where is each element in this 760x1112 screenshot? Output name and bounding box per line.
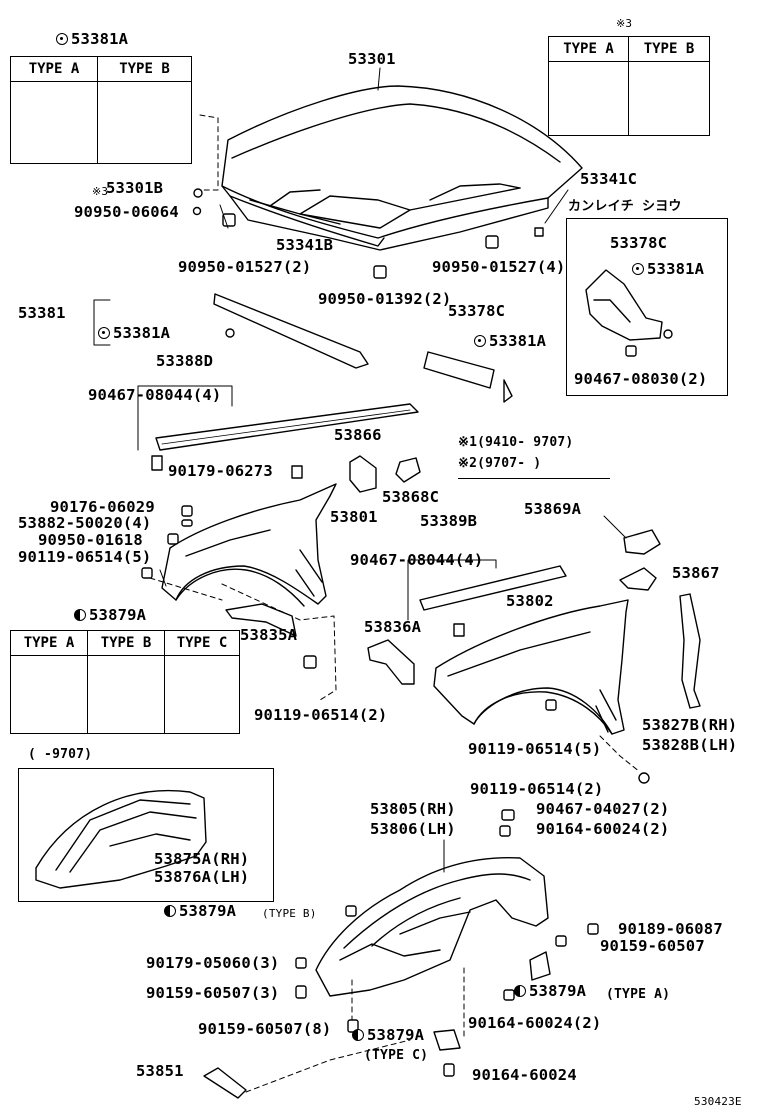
label-note2: ※2(9707- ) [458,456,542,471]
label-note1: ※1(9410- 9707) [458,435,574,450]
label-53836a: 53836A [364,618,422,636]
type-table-note3: TYPE A TYPE B [548,36,710,136]
label-53378c-a: 53378C [610,234,668,252]
label-53875a: 53875A(RH) [154,850,250,868]
label-note3-left: ※3 [92,185,109,198]
label-53879a-b: 53879A [164,903,236,920]
note-divider [458,478,610,479]
label-53381a-top: 53381A [56,31,128,48]
label-53378c-b: 53378C [448,302,506,320]
label-90189-06087: 90189-06087 [618,920,723,938]
box-53378c-group [566,218,728,396]
label-53867: 53867 [672,564,720,582]
label-90164-60024-2a: 90164-60024(2) [536,820,670,838]
label-90950-01618: 90950-01618 [38,531,143,549]
label-53869a: 53869A [524,500,582,518]
label-90164-60024-2b: 90164-60024(2) [468,1014,602,1032]
label-53341b: 53341B [276,236,334,254]
type-table-53381a: TYPE A TYPE B [10,56,192,164]
type-b-label: TYPE B [88,631,165,655]
liner-53805 [315,857,549,997]
label-90119-06514-5a: 90119-06514(5) [18,548,152,566]
label-53879a-d: 53879A [352,1027,424,1044]
type-table-53879a: TYPE A TYPE B TYPE C [10,630,240,734]
label-53868c: 53868C [382,488,440,506]
label-type-a-small: (TYPE A) [606,987,671,1002]
label-90159-60507-3: 90159-60507(3) [146,984,280,1002]
box-9707-liner [18,768,274,902]
label-note3-top: ※3 [616,17,633,30]
label-53805: 53805(RH) [370,800,456,818]
label-53827b: 53827B(RH) [642,716,738,734]
label-53876a: 53876A(LH) [154,868,250,886]
diagram-code: 530423E [694,1095,742,1108]
label-53879a-a: 53879A [74,607,146,624]
type-b-label: TYPE B [643,41,695,57]
label-53851: 53851 [136,1062,184,1080]
type-a-label: TYPE A [11,631,88,655]
label-90950-06064: 90950-06064 [74,203,179,221]
label-90467-08044-a: 90467-08044(4) [88,386,222,404]
label-90467-08030: 90467-08030(2) [574,370,708,388]
label-53389b: 53389B [420,512,478,530]
label-90950-01392: 90950-01392(2) [318,290,452,308]
label-53806: 53806(LH) [370,820,456,838]
type-b-label: TYPE B [119,61,170,77]
label-9707: ( -9707) [28,747,93,762]
label-53802: 53802 [506,592,554,610]
type-table-note3-header: TYPE A TYPE B [549,37,709,62]
label-90176-06029: 90176-06029 [50,498,155,516]
label-53866: 53866 [334,426,382,444]
label-90950-01527-2: 90950-01527(2) [178,258,312,276]
label-90119-06514-5b: 90119-06514(5) [468,740,602,758]
type-a-label: TYPE A [549,37,629,61]
label-53381: 53381 [18,304,66,322]
type-table-53879a-header: TYPE A TYPE B TYPE C [11,631,239,656]
label-53388d: 53388D [156,352,214,370]
label-90467-04027: 90467-04027(2) [536,800,670,818]
label-type-c-small: (TYPE C) [364,1048,429,1063]
label-53381a-box: 53381A [632,261,704,278]
type-c-label: TYPE C [176,635,228,651]
label-kanreichi: カンレイチ シヨウ [568,199,682,214]
label-53341c: 53341C [580,170,638,188]
type-a-label: TYPE A [11,57,98,81]
label-90119-06514-2a: 90119-06514(2) [254,706,388,724]
label-53801: 53801 [330,508,378,526]
label-90119-06514-2b: 90119-06514(2) [470,780,604,798]
label-90179-05060: 90179-05060(3) [146,954,280,972]
label-53879a-c: 53879A [514,983,586,1000]
label-90159-60507-8: 90159-60507(8) [198,1020,332,1038]
label-53301b: 53301B [106,179,164,197]
label-90467-08044-b: 90467-08044(4) [350,551,484,569]
hood-53301 [221,85,583,251]
label-53882-50020: 53882-50020(4) [18,514,152,532]
label-53301: 53301 [348,50,396,68]
label-53828b: 53828B(LH) [642,736,738,754]
label-90950-01527-4: 90950-01527(4) [432,258,566,276]
type-table-53381a-header: TYPE A TYPE B [11,57,191,82]
label-53381a-mid: 53381A [98,325,170,342]
label-90159-60507-a: 90159-60507 [600,937,705,955]
label-53835a: 53835A [240,626,298,644]
label-90164-60024: 90164-60024 [472,1066,577,1084]
label-type-b-small: (TYPE B) [262,907,317,920]
fender-53802 [433,599,629,735]
fender-53801 [161,483,337,607]
label-53381a-right: 53381A [474,333,546,350]
label-90179-06273: 90179-06273 [168,462,273,480]
